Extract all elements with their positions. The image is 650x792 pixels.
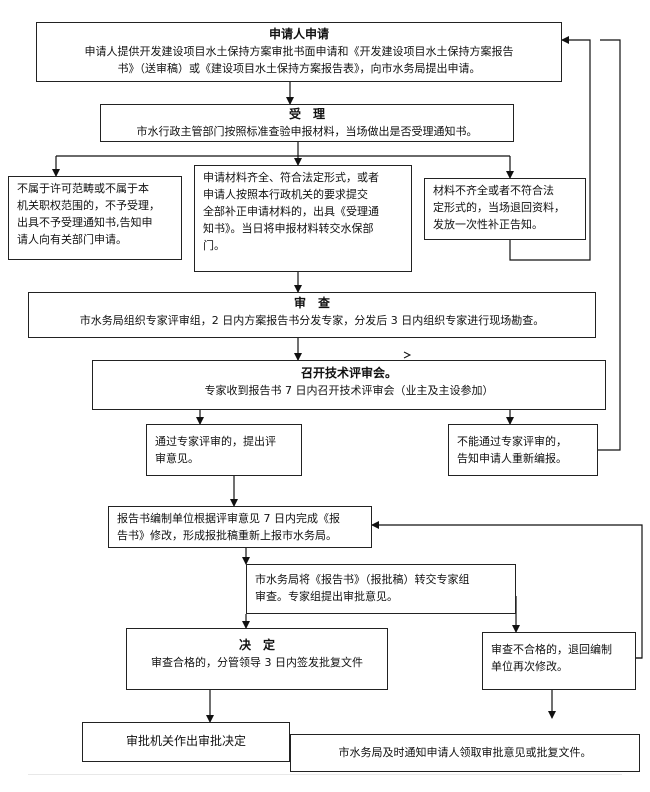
box-incomplete-line-3: 发放一次性补正告知。 (433, 218, 543, 231)
box-unqualified-line-2: 单位再次修改。 (491, 660, 568, 673)
box-review: 审 查 市水务局组织专家评审组，2 日内方案报告书分发专家，分发后 3 日内组织… (28, 292, 596, 338)
box-transfer-line-1: 市水务局将《报告书》（报批稿）转交专家组 (255, 573, 470, 586)
box-incomplete-line-1: 材料不齐全或者不符合法 (433, 184, 554, 197)
box-fail: 不能通过专家评审的， 告知申请人重新编报。 (448, 424, 598, 476)
box-review-line-1: 市水务局组织专家评审组，2 日内方案报告书分发专家，分发后 3 日内组织专家进行… (79, 314, 545, 327)
arrow-incomplete-back (509, 36, 591, 261)
box-pass: 通过专家评审的，提出评 审意见。 (146, 424, 302, 476)
box-apply-line-1: 申请人提供开发建设项目水土保持方案审批书面申请和《开发建设项目水土保持方案报告 (84, 45, 514, 58)
arrow-fail-back (598, 39, 621, 451)
box-reject-line-3: 出具不予受理通知书,告知申 (17, 216, 153, 229)
box-apply-line-2: 书》（送审稿）或《建设项目水土保持方案报告表》，向市水务局提出申请。 (117, 62, 481, 75)
box-decision: 决 定 审查合格的，分管领导 3 日内签发批复文件 (126, 628, 388, 690)
box-revise: 报告书编制单位根据评审意见 7 日内完成《报 告书》修改，形成报批稿重新上报市水… (108, 506, 372, 548)
box-accepted-line-4: 知书》。当日将申报材料转交水保部 (203, 222, 374, 235)
box-approval-line-1: 审批机关作出审批决定 (125, 734, 246, 748)
box-notify: 市水务局及时通知申请人领取审批意见或批复文件。 (290, 734, 640, 772)
box-reject-line-1: 不属于许可范畴或不属于本 (17, 182, 149, 195)
box-accepted-line-5: 门。 (203, 239, 225, 252)
box-accepted: 申请材料齐全、符合法定形式，或者 申请人按照本行政机关的要求提交 全部补正申请材… (194, 165, 412, 272)
box-accepted-line-2: 申请人按照本行政机关的要求提交 (203, 188, 368, 201)
box-reject: 不属于许可范畴或不属于本 机关职权范围的，不予受理， 出具不予受理通知书,告知申… (8, 176, 182, 260)
box-accept-line-1: 市水行政主管部门按照标准查验申报材料，当场做出是否受理通知书。 (136, 125, 478, 138)
box-meeting-title: 召开技术评审会。 (300, 366, 397, 380)
box-apply-title: 申请人申请 (268, 27, 329, 41)
box-decision-line-1: 审查合格的，分管领导 3 日内签发批复文件 (151, 656, 363, 669)
box-accept-title: 受 理 (288, 107, 325, 121)
box-apply: 申请人申请 申请人提供开发建设项目水土保持方案审批书面申请和《开发建设项目水土保… (36, 22, 562, 82)
box-incomplete-line-2: 定形式的，当场退回资料， (433, 201, 565, 214)
box-meeting: 召开技术评审会。 专家收到报告书 7 日内召开技术评审会（业主及主设参加） (92, 360, 606, 410)
box-unqualified: 审查不合格的，退回编制 单位再次修改。 (482, 632, 636, 690)
box-accepted-line-1: 申请材料齐全、符合法定形式，或者 (203, 171, 379, 184)
box-revise-line-1: 报告书编制单位根据评审意见 7 日内完成《报 (117, 512, 340, 525)
box-accepted-line-3: 全部补正申请材料的，出具《受理通 (203, 205, 379, 218)
box-approval: 审批机关作出审批决定 (82, 722, 290, 762)
box-transfer: 市水务局将《报告书》（报批稿）转交专家组 审查。专家组提出审批意见。 (246, 564, 516, 614)
box-decision-title: 决 定 (238, 638, 275, 652)
box-fail-line-2: 告知申请人重新编报。 (457, 452, 567, 465)
box-unqualified-line-1: 审查不合格的，退回编制 (491, 643, 612, 656)
box-notify-line-1: 市水务局及时通知申请人领取审批意见或批复文件。 (338, 746, 592, 759)
box-fail-line-1: 不能通过专家评审的， (457, 435, 567, 448)
box-pass-line-1: 通过专家评审的，提出评 (155, 435, 276, 448)
box-review-title: 审 查 (293, 296, 330, 310)
box-reject-line-4: 请人向有关部门申请。 (17, 233, 127, 246)
box-meeting-line-1: 专家收到报告书 7 日内召开技术评审会（业主及主设参加） (204, 384, 494, 397)
box-reject-line-2: 机关职权范围的，不予受理， (17, 199, 160, 212)
stray-mark (403, 351, 412, 359)
box-accept: 受 理 市水行政主管部门按照标准查验申报材料，当场做出是否受理通知书。 (100, 104, 514, 142)
bottom-rule (28, 774, 622, 775)
box-incomplete: 材料不齐全或者不符合法 定形式的，当场退回资料， 发放一次性补正告知。 (424, 178, 586, 240)
box-revise-line-2: 告书》修改，形成报批稿重新上报市水务局。 (117, 529, 337, 542)
box-pass-line-2: 审意见。 (155, 452, 199, 465)
box-transfer-line-2: 审查。专家组提出审批意见。 (255, 590, 398, 603)
